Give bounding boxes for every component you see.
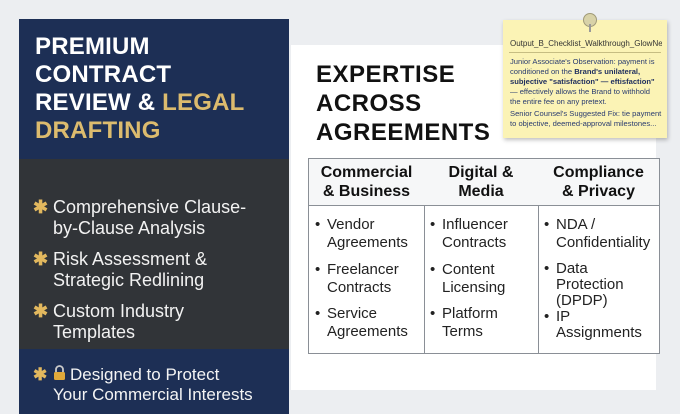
asterisk-icon: ✱: [33, 197, 49, 217]
lock-icon: [54, 365, 65, 380]
feature-list: ✱ Comprehensive Clause-by-Clause Analysi…: [19, 159, 289, 349]
feature-item: ✱ Risk Assessment &Strategic Redlining: [33, 249, 283, 291]
hero-banner: PREMIUM CONTRACT REVIEW & LEGAL DRAFTING: [19, 19, 289, 159]
note-observation: Junior Associate's Observation: payment …: [510, 57, 655, 106]
feature-item: ✱ Comprehensive Clause-by-Clause Analysi…: [33, 197, 283, 239]
asterisk-icon: ✱: [33, 365, 48, 384]
column-header: Digital &Media: [424, 159, 538, 206]
note-suggested-fix: Senior Counsel's Suggested Fix: tie paym…: [510, 109, 662, 128]
expertise-title: EXPERTISE ACROSS AGREEMENTS: [316, 61, 491, 146]
asterisk-icon: ✱: [33, 301, 49, 321]
table-column: Compliance& Privacy •NDA /Confidentialit…: [538, 159, 659, 353]
note-filename: Output_B_Checklist_Walkthrough_GlowNest.…: [510, 39, 662, 48]
hero-title-line: PREMIUM: [35, 33, 150, 60]
left-panel: PREMIUM CONTRACT REVIEW & LEGAL DRAFTING…: [19, 19, 289, 414]
feature-text: Comprehensive Clause-by-Clause Analysis: [53, 197, 247, 238]
pushpin-icon: [583, 13, 597, 32]
list-item: •NDA /Confidentiality: [544, 216, 651, 251]
hero-title-line: CONTRACT: [35, 61, 172, 88]
sticky-note: Output_B_Checklist_Walkthrough_GlowNest.…: [503, 13, 667, 138]
note-divider: [509, 52, 661, 53]
hero-title: PREMIUM CONTRACT REVIEW & LEGAL DRAFTING: [35, 33, 280, 145]
hero-title-line: REVIEW &: [35, 89, 163, 116]
feature-text: Risk Assessment &Strategic Redlining: [53, 249, 208, 290]
hero-title-accent: DRAFTING: [35, 117, 161, 144]
column-header: Compliance& Privacy: [538, 159, 659, 206]
hero-title-accent: LEGAL: [162, 89, 245, 116]
column-header: Commercial& Business: [309, 159, 424, 206]
asterisk-icon: ✱: [33, 249, 49, 269]
